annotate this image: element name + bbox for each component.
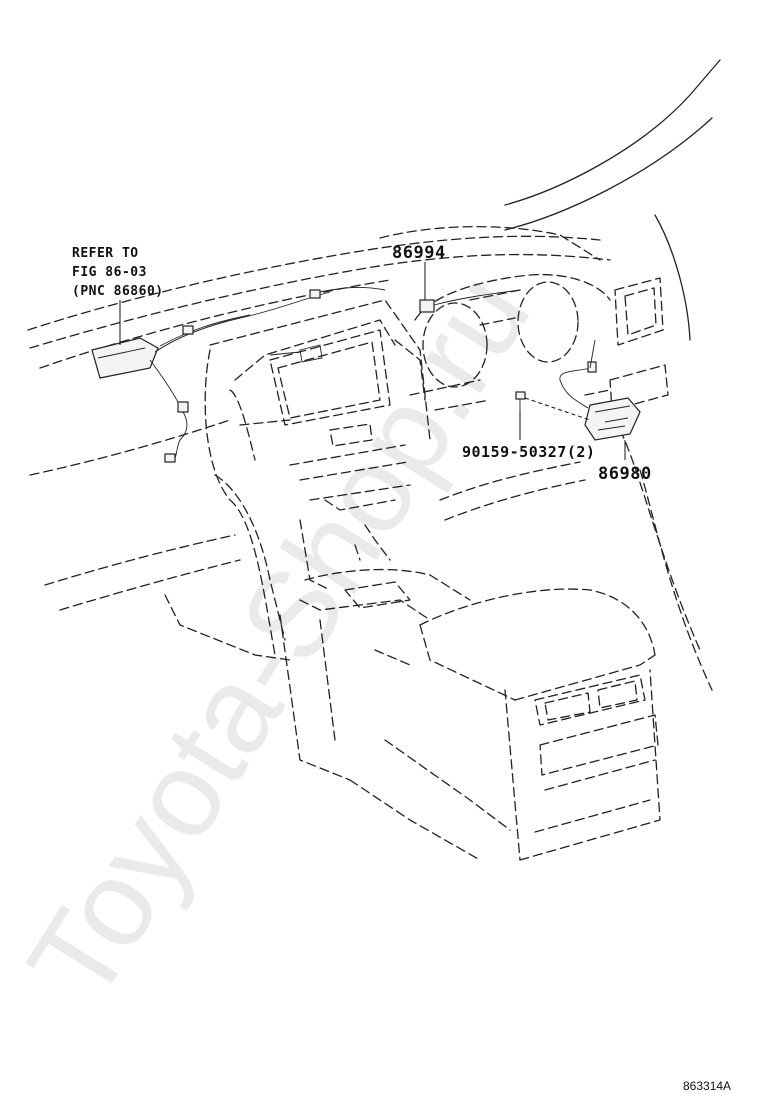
watermark: Toyota-Shop.ru (2, 250, 556, 1024)
windshield-outline (504, 59, 721, 341)
refer-to-label: REFER TO (72, 246, 139, 261)
bolt-90159-part (515, 391, 591, 421)
door-panel (619, 429, 713, 691)
center-stack (209, 299, 431, 641)
refer-pnc-label: (PNC 86860) (72, 284, 164, 299)
passenger-dash-face (29, 349, 291, 661)
leader-lines (119, 262, 626, 460)
driver-vents (584, 277, 669, 411)
ecu-86994-part (419, 289, 521, 313)
part-number-86980: 86980 (598, 464, 652, 484)
drawing-code: 863314A (683, 1079, 731, 1093)
instrument-cluster (409, 273, 611, 521)
center-console (279, 568, 661, 861)
left-harness-module (91, 286, 386, 463)
part-number-90159-50327: 90159-50327(2) (462, 443, 595, 461)
part-number-86994: 86994 (392, 243, 446, 263)
refer-fig-label: FIG 86-03 (72, 265, 147, 280)
module-86980-part (559, 339, 641, 441)
